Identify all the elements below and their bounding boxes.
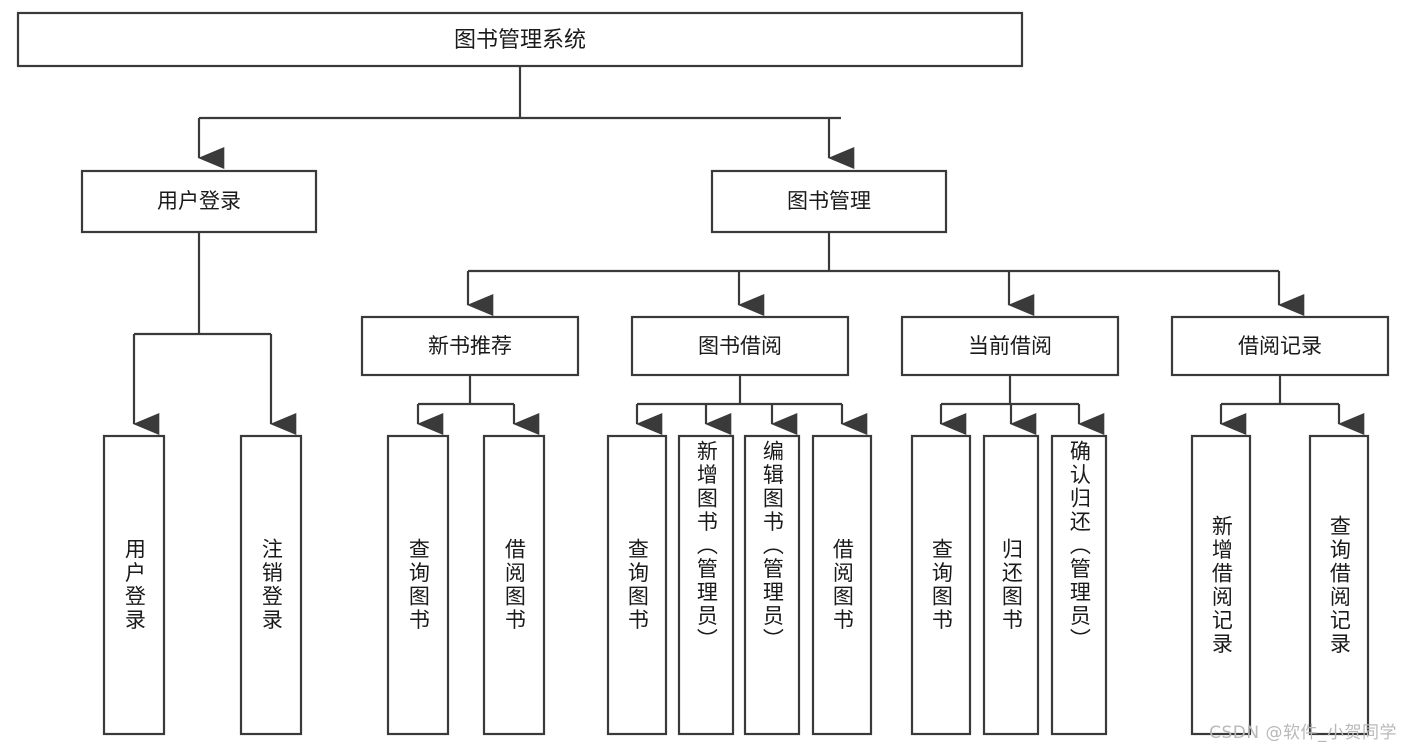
- leaf-box-rect: [1308, 434, 1370, 736]
- leaf-recommend-query-book[interactable]: [386, 434, 450, 736]
- leaf-borrow-add-book[interactable]: [677, 434, 735, 736]
- leaf-borrow-edit-book[interactable]: [743, 434, 801, 736]
- node-current-borrow[interactable]: [900, 315, 1120, 377]
- leaf-records-query-record[interactable]: [1308, 434, 1370, 736]
- leaf-current-confirm-return[interactable]: [1050, 434, 1108, 736]
- node-root-system[interactable]: [16, 11, 1024, 68]
- leaf-current-return-book[interactable]: [982, 434, 1040, 736]
- root-label: 图书管理系统: [454, 28, 586, 53]
- book-management-label: 图书管理: [787, 189, 871, 213]
- leaf-user-login-login[interactable]: [102, 434, 166, 736]
- leaf-box-rect: [239, 434, 303, 736]
- csdn-watermark: CSDN @软件_小贺同学: [1209, 723, 1397, 743]
- borrow-records-label: 借阅记录: [1238, 334, 1322, 358]
- connector-userlogin-to-leaves: [132, 232, 297, 435]
- node-user-login[interactable]: [80, 169, 318, 234]
- connector-currentborrow-to-leaves: [939, 375, 1105, 435]
- leaf-borrow-query-book[interactable]: [606, 434, 668, 736]
- connector-recommend-to-leaves: [416, 375, 540, 435]
- leaf-box-rect: [743, 434, 801, 736]
- node-new-book-recommend[interactable]: [360, 315, 580, 377]
- leaf-box-rect: [1190, 434, 1252, 736]
- root-box-rect: [16, 11, 1024, 68]
- connector-bookmgmt-to-level3: [466, 232, 1305, 316]
- connector-bookborrow-to-leaves: [635, 375, 868, 435]
- new-book-recommend-box-rect: [360, 315, 580, 377]
- leaf-box-rect: [811, 434, 873, 736]
- new-book-recommend-label: 新书推荐: [428, 334, 512, 358]
- leaf-current-query-book[interactable]: [910, 434, 972, 736]
- connector-root-to-level2: [197, 66, 855, 169]
- user-login-box-rect: [80, 169, 318, 234]
- current-borrow-box-rect: [900, 315, 1120, 377]
- connector-borrowrecords-to-leaves: [1219, 375, 1365, 435]
- leaf-records-add-record[interactable]: [1190, 434, 1252, 736]
- leaf-box-rect: [910, 434, 972, 736]
- current-borrow-label: 当前借阅: [968, 334, 1052, 358]
- leaf-borrow-borrow-book[interactable]: [811, 434, 873, 736]
- leaf-box-rect: [482, 434, 546, 736]
- leaf-box-rect: [386, 434, 450, 736]
- leaf-box-rect: [102, 434, 166, 736]
- book-borrow-label: 图书借阅: [698, 334, 782, 358]
- leaf-user-login-logout[interactable]: [239, 434, 303, 736]
- leaf-recommend-borrow-book[interactable]: [482, 434, 546, 736]
- user-login-label: 用户登录: [157, 189, 241, 213]
- leaf-box-rect: [1050, 434, 1108, 736]
- leaf-box-rect: [606, 434, 668, 736]
- leaf-box-rect: [982, 434, 1040, 736]
- leaf-box-rect: [677, 434, 735, 736]
